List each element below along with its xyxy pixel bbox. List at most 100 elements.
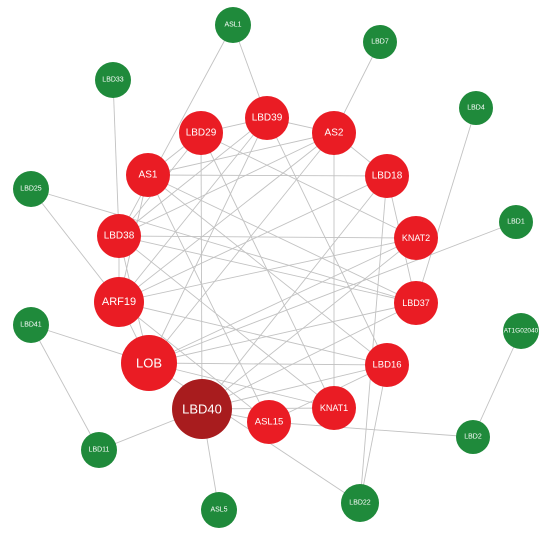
- node-circle: [81, 432, 117, 468]
- edge-lbd18-lbd40: [201, 175, 388, 410]
- node-at1g02040[interactable]: AT1G02040: [503, 313, 539, 349]
- edge-lbd38-knat1: [118, 235, 335, 409]
- node-circle: [126, 153, 170, 197]
- node-circle: [179, 111, 223, 155]
- edge-arf19-lbd16: [118, 301, 388, 366]
- node-lbd40[interactable]: LBD40: [172, 379, 232, 439]
- node-lbd37[interactable]: LBD37: [394, 281, 438, 325]
- node-circle: [312, 111, 356, 155]
- node-label: LBD29: [186, 128, 217, 139]
- edge-lbd22-lbd16: [359, 364, 388, 504]
- edge-as1-asl15: [147, 174, 270, 423]
- node-lbd4[interactable]: LBD4: [459, 91, 493, 125]
- edge-lbd18-lbd22: [359, 175, 388, 504]
- node-lbd1[interactable]: LBD1: [499, 205, 533, 239]
- node-label: LBD18: [372, 171, 403, 182]
- node-as2[interactable]: AS2: [312, 111, 356, 155]
- node-asl5[interactable]: ASL5: [201, 492, 237, 528]
- node-circle: [215, 7, 251, 43]
- edge-lbd16-lbd40: [201, 364, 388, 410]
- node-label: LBD22: [349, 500, 371, 507]
- node-lbd29[interactable]: LBD29: [179, 111, 223, 155]
- node-circle: [499, 205, 533, 239]
- node-circle: [201, 492, 237, 528]
- node-asl1[interactable]: ASL1: [215, 7, 251, 43]
- node-knat2[interactable]: KNAT2: [394, 216, 438, 260]
- edge-knat2-arf19: [118, 237, 417, 303]
- node-as1[interactable]: AS1: [126, 153, 170, 197]
- node-circle: [247, 400, 291, 444]
- edge-as2-as1: [147, 132, 335, 176]
- node-label: AS1: [139, 170, 158, 181]
- node-circle: [312, 386, 356, 430]
- node-lbd16[interactable]: LBD16: [365, 343, 409, 387]
- edge-lbd37-lob: [148, 302, 417, 364]
- node-circle: [245, 96, 289, 140]
- node-lbd33[interactable]: LBD33: [95, 62, 131, 98]
- edge-lbd39-lbd38: [118, 117, 268, 237]
- node-circle: [394, 216, 438, 260]
- edge-lbd18-arf19: [118, 175, 388, 303]
- node-circle: [394, 281, 438, 325]
- node-lbd38[interactable]: LBD38: [97, 214, 141, 258]
- node-circle: [95, 62, 131, 98]
- edge-lbd1-lob: [148, 221, 517, 364]
- node-label: ASL1: [224, 22, 241, 29]
- node-circle: [459, 91, 493, 125]
- node-circle: [97, 214, 141, 258]
- edge-lbd38-lbd37: [118, 235, 417, 304]
- edge-lbd25-lbd37: [30, 188, 417, 304]
- node-circle: [121, 335, 177, 391]
- edge-lbd38-knat2: [118, 235, 417, 239]
- node-label: LBD41: [20, 322, 42, 329]
- node-lbd18[interactable]: LBD18: [365, 154, 409, 198]
- edge-lbd39-lob: [148, 117, 268, 364]
- edge-lob-lbd16: [148, 362, 388, 366]
- edge-lbd2-asl15: [268, 421, 474, 438]
- edge-knat2-lbd40: [201, 237, 417, 410]
- node-lbd7[interactable]: LBD7: [363, 25, 397, 59]
- node-lbd22[interactable]: LBD22: [341, 484, 379, 522]
- node-circle: [94, 277, 144, 327]
- node-circle: [365, 343, 409, 387]
- edge-as1-lbd18: [147, 174, 388, 177]
- edge-as2-arf19: [118, 132, 335, 303]
- node-label: LBD38: [104, 231, 135, 242]
- node-circle: [341, 484, 379, 522]
- edge-lbd4-lbd37: [415, 107, 477, 304]
- node-lbd25[interactable]: LBD25: [13, 171, 49, 207]
- node-lbd11[interactable]: LBD11: [81, 432, 117, 468]
- node-circle: [365, 154, 409, 198]
- node-circle: [363, 25, 397, 59]
- node-label: KNAT1: [320, 403, 348, 413]
- node-label: KNAT2: [402, 233, 430, 243]
- node-circle: [456, 420, 490, 454]
- node-label: LBD16: [372, 360, 401, 371]
- edge-as1-lbd37: [147, 174, 417, 304]
- node-label: LBD39: [252, 113, 283, 124]
- node-label: ASL5: [210, 507, 227, 514]
- edge-knat2-lob: [148, 237, 417, 364]
- node-lbd41[interactable]: LBD41: [13, 307, 49, 343]
- edge-lbd39-lbd16: [266, 117, 388, 366]
- node-circle: [172, 379, 232, 439]
- node-label: LBD40: [182, 402, 222, 417]
- edge-at1g02040-lbd2: [472, 330, 522, 438]
- node-label: ARF19: [102, 296, 136, 308]
- node-circle: [503, 313, 539, 349]
- node-lob[interactable]: LOB: [121, 335, 177, 391]
- edge-arf19-asl15: [118, 301, 270, 423]
- node-circle: [13, 171, 49, 207]
- node-asl15[interactable]: ASL15: [247, 400, 291, 444]
- node-knat1[interactable]: KNAT1: [312, 386, 356, 430]
- node-circle: [13, 307, 49, 343]
- node-arf19[interactable]: ARF19: [94, 277, 144, 327]
- edge-lbd33-lbd38: [112, 79, 120, 237]
- edge-lbd37-lbd40: [201, 302, 417, 410]
- node-label: AS2: [325, 128, 344, 139]
- node-lbd2[interactable]: LBD2: [456, 420, 490, 454]
- node-label: LOB: [136, 356, 162, 371]
- node-lbd39[interactable]: LBD39: [245, 96, 289, 140]
